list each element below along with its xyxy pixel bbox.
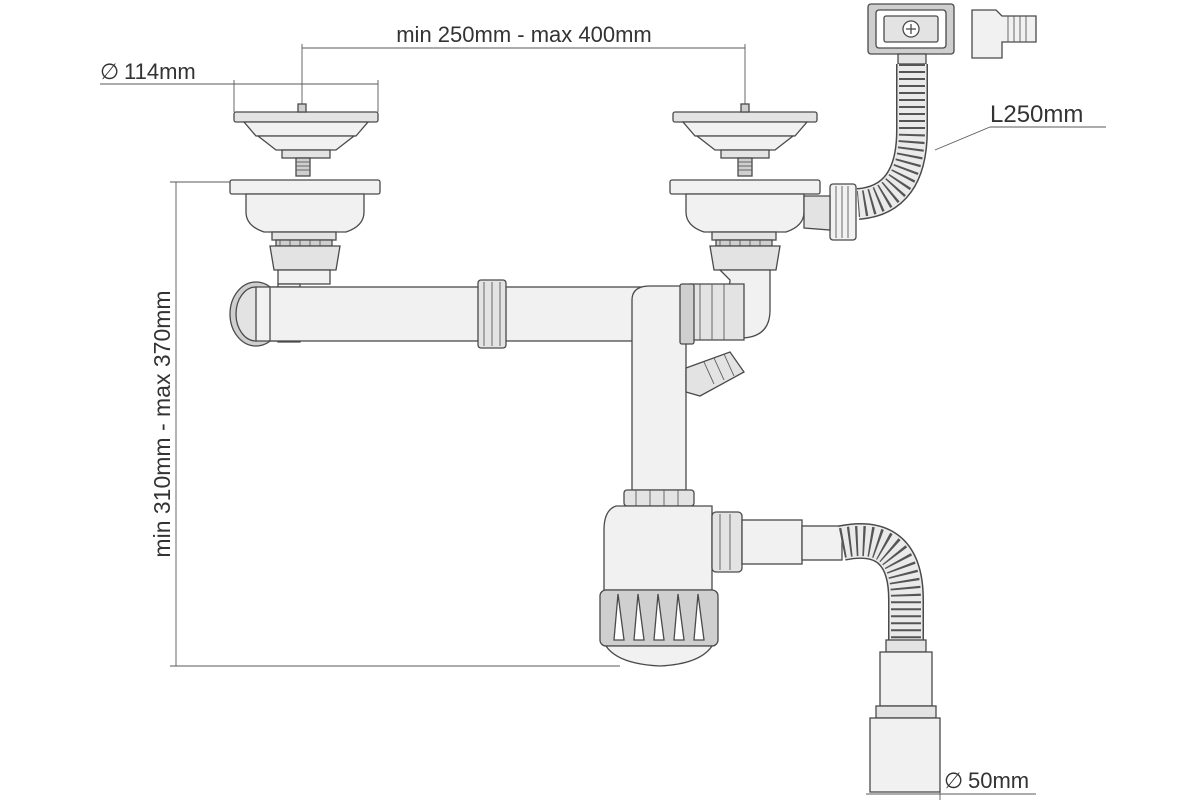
- dimension-sink-spacing: min 250mm - max 400mm: [301, 22, 746, 108]
- sink-spacing-label: min 250mm - max 400mm: [396, 22, 652, 47]
- outlet-pipe: [869, 639, 941, 793]
- outlet-diameter-symbol: ∅: [944, 768, 963, 793]
- dimension-basket-diameter: ∅ 114mm: [100, 59, 379, 112]
- overflow-hose: [855, 64, 928, 220]
- left-drain-body: [229, 179, 381, 285]
- outlet-diameter-label: 50mm: [968, 768, 1029, 793]
- basket-diameter-label: 114mm: [124, 59, 196, 84]
- left-elbow: [229, 281, 301, 347]
- diameter-symbol: ∅: [100, 59, 119, 84]
- horizontal-pipe: [269, 286, 651, 342]
- dishwasher-inlet: [685, 351, 745, 397]
- dimension-install-height: min 310mm - max 370mm: [149, 181, 620, 667]
- overflow-elbow: [971, 9, 1037, 59]
- overflow-connector: [829, 183, 857, 241]
- overflow-cover: [867, 3, 955, 65]
- dimension-hose-length: L250mm: [934, 101, 1106, 151]
- right-drain-body: [669, 179, 831, 271]
- t-joint: [631, 283, 695, 491]
- hose-length-label: L250mm: [990, 101, 1083, 128]
- outlet-hose: [838, 523, 924, 640]
- right-elbow-pipe: [689, 269, 771, 341]
- right-basket-plug: [672, 103, 818, 177]
- bottle-trap: [599, 489, 719, 667]
- left-basket-plug: [233, 103, 379, 177]
- install-height-label: min 310mm - max 370mm: [149, 290, 175, 557]
- pipe-coupling-nut: [477, 279, 507, 349]
- trap-outlet: [711, 511, 843, 573]
